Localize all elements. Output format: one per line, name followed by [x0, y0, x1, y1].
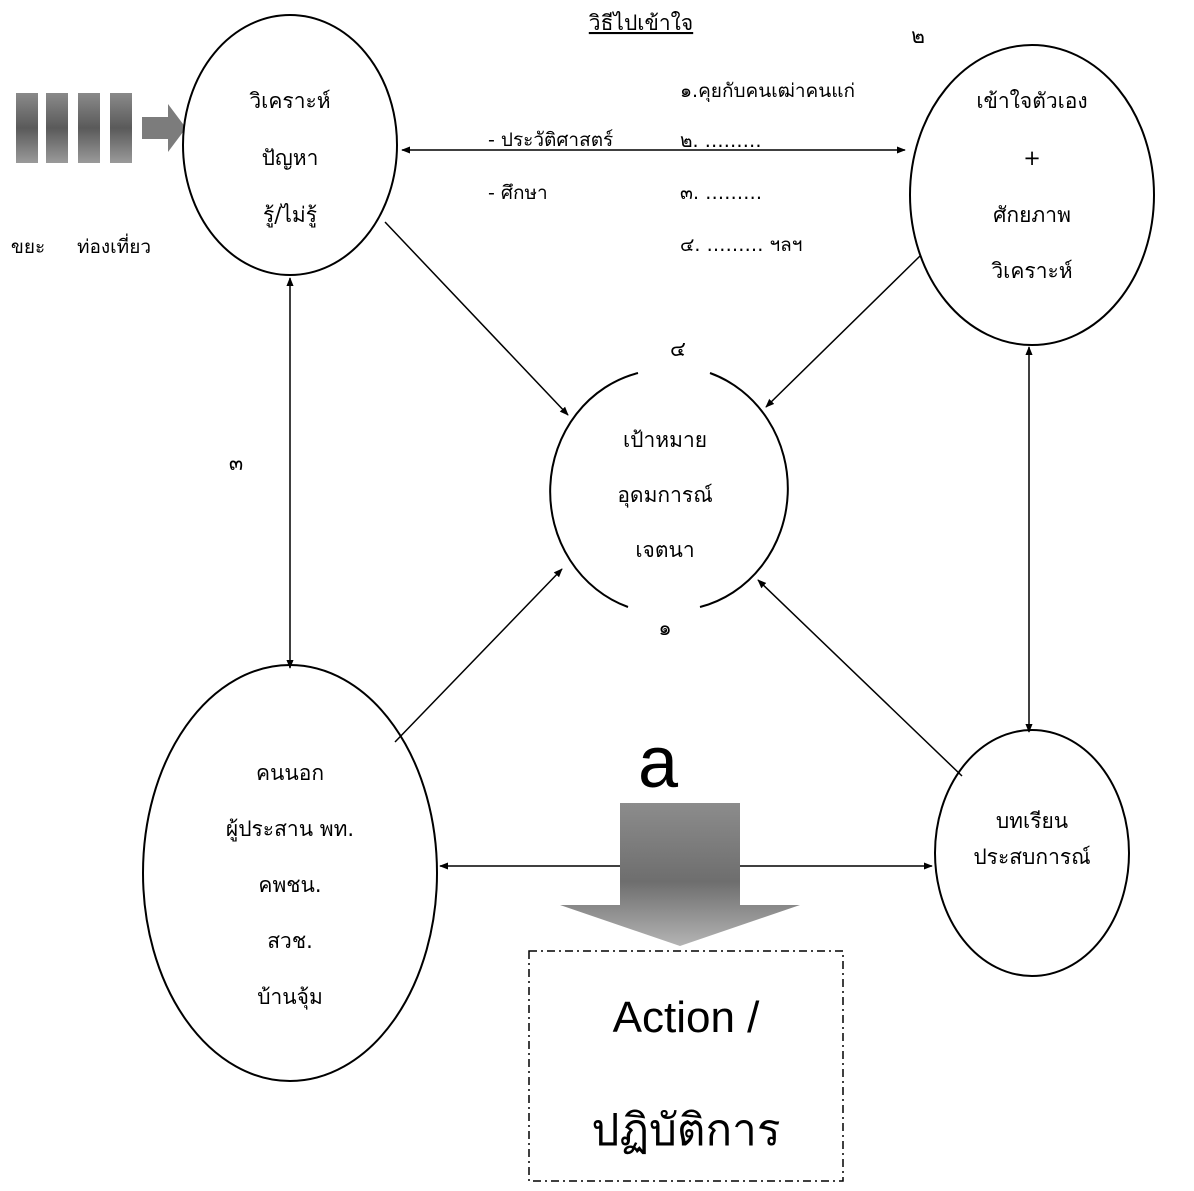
action-line-2: ปฏิบัติการ: [592, 1106, 781, 1155]
link-label-history: - ประวัติศาสตร์: [488, 129, 613, 151]
number-4-label: ๔: [670, 337, 686, 361]
number-1-label: ๑: [658, 616, 671, 640]
self-line-2: +: [1023, 146, 1041, 170]
goal-line-3: เจตนา: [635, 538, 694, 562]
self-line-4: วิเคราะห์: [991, 259, 1072, 283]
big-down-arrow: [560, 803, 800, 946]
number-3-label: ๓: [229, 451, 243, 475]
action-box: [528, 950, 844, 1182]
action-line-1: Action /: [613, 993, 761, 1042]
arrow-self-goal: [765, 255, 921, 408]
goal-line-2: อุดมการณ์: [617, 483, 712, 508]
outsider-line-3: คพชน.: [258, 873, 321, 897]
label-waste: ขยะ: [11, 236, 45, 258]
method-item-3: ๓. ………: [680, 182, 762, 204]
arrow-lessons-goal: [757, 579, 963, 777]
big-letter-a: a: [638, 723, 679, 803]
analyze-line-1: วิเคราะห์: [249, 89, 330, 113]
lesson-line-2: ประสบการณ์: [973, 845, 1090, 869]
outsider-line-2: ผู้ประสาน พท.: [226, 817, 354, 842]
method-item-1: ๑.คุยกับคนเฒ่าคนแก่: [680, 80, 855, 103]
outsider-line-5: บ้านจุ้ม: [257, 985, 323, 1010]
node-understand-self: [909, 44, 1155, 346]
goal-line-1: เป้าหมาย: [623, 428, 707, 452]
arrow-outsiders-goal: [394, 568, 563, 743]
diagram-title: วิธีไปเข้าใจ: [589, 11, 694, 35]
outsider-line-4: สวช.: [267, 929, 313, 953]
arrow-analyze-goal: [384, 221, 569, 416]
method-item-4: ๔. ……… ฯลฯ: [680, 234, 802, 256]
node-goal: [549, 372, 789, 608]
lesson-line-1: บทเรียน: [996, 809, 1068, 833]
analyze-line-3: รู้/ไม่รู้: [263, 203, 317, 228]
link-label-study: - ศึกษา: [488, 182, 548, 204]
method-item-2: ๒. ………: [680, 130, 762, 152]
outsider-line-1: คนนอก: [256, 761, 324, 785]
self-line-1: เข้าใจตัวเอง: [976, 89, 1087, 113]
number-2-label: ๒: [911, 24, 925, 48]
node-analyze-problem: [182, 14, 398, 276]
label-tourism: ท่องเที่ยว: [77, 233, 151, 258]
analyze-line-2: ปัญหา: [262, 146, 319, 170]
self-line-3: ศักยภาพ: [993, 203, 1071, 227]
stripes-arrow-image: [16, 93, 186, 163]
